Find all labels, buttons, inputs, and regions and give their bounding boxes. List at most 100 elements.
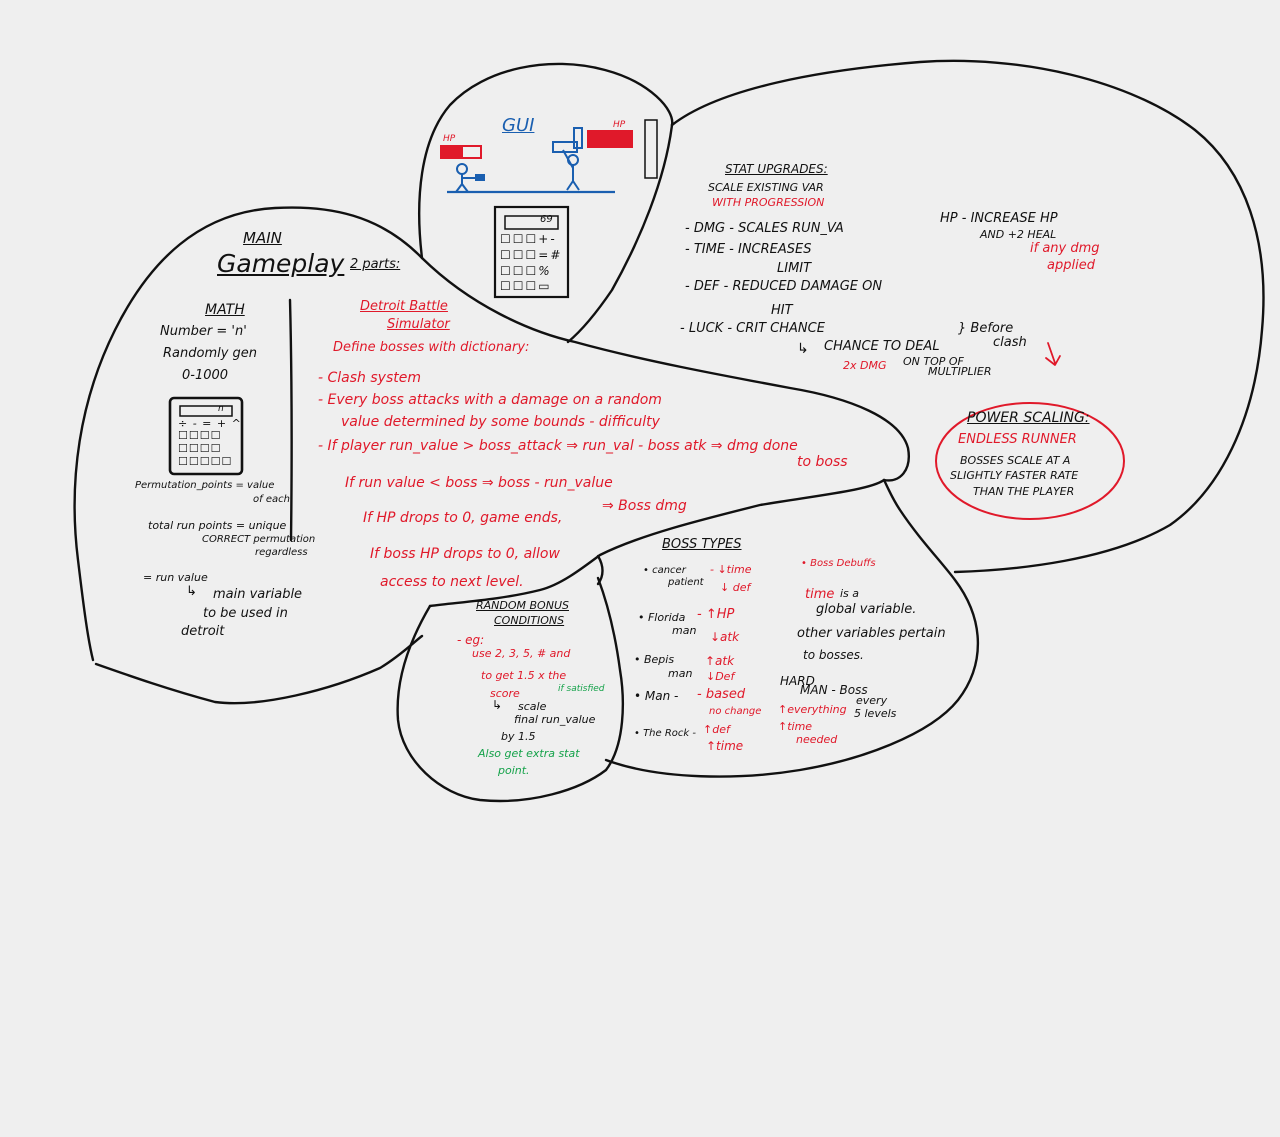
stats-ifany: if any dmg <box>1030 241 1100 256</box>
gui-calc-keys-row4: ☐☐☐▭ <box>500 279 552 293</box>
detroit-if3: If HP drops to 0, game ends, <box>363 510 563 526</box>
bonus-use: use 2, 3, 5, # and <box>472 647 571 660</box>
detroit-clash: - Clash system <box>318 370 421 386</box>
stats-withprog: WITH PROGRESSION <box>712 196 825 209</box>
boss-rock: • The Rock - <box>634 728 696 739</box>
boss-other2: to bosses. <box>803 648 864 662</box>
detroit-define: Define bosses with dictionary: <box>333 340 530 355</box>
bonus-also2: point. <box>498 764 530 777</box>
boss-man-based: - based <box>697 687 746 702</box>
boss-florida1: • Florida <box>638 611 686 624</box>
gui-hp-right: HP <box>613 120 626 130</box>
bonus-by: by 1.5 <box>501 730 536 743</box>
stats-scale: SCALE EXISTING VAR <box>708 181 824 194</box>
boss-debuffs: • Boss Debuffs <box>801 558 876 569</box>
main-subtitle: Gameplay <box>217 249 345 278</box>
main-bubble-bottom <box>94 634 424 705</box>
gui-title: GUI <box>502 115 535 136</box>
boss-cancer-def: ↓ def <box>720 581 751 594</box>
stats-bubble-outline <box>670 59 1265 574</box>
bonus-bracket <box>596 554 604 586</box>
boss-other1: other variables pertain <box>797 626 946 641</box>
gui-hp-left: HP <box>443 134 456 144</box>
boss-hard1: HARD <box>780 674 815 688</box>
math-total2: CORRECT permutation <box>202 534 316 545</box>
detroit-if4b: access to next level. <box>380 574 524 590</box>
bonus-scale: scale <box>518 700 547 713</box>
stats-dmg2x: 2x DMG <box>843 359 887 372</box>
stats-before: } Before <box>958 321 1014 336</box>
main-parts: 2 parts: <box>350 257 401 272</box>
math-calc-keys-row1: ÷ - = + ^ <box>178 417 242 430</box>
math-total1: total run points = unique <box>148 519 287 532</box>
stats-chance: CHANCE TO DEAL <box>824 339 940 354</box>
bonus-final: final run_value <box>514 713 596 726</box>
detroit-title1: Detroit Battle <box>360 299 448 314</box>
side-panel <box>644 119 658 179</box>
gui-calc-keys-row2: ☐☐☐=# <box>500 248 563 262</box>
math-line1: Number = 'n' <box>160 324 247 339</box>
math-arrow2: to be used in <box>203 606 288 621</box>
math-perm2: of each <box>253 494 290 505</box>
boss-hard2: MAN - Boss <box>800 683 868 697</box>
math-line3: 0-1000 <box>182 368 229 383</box>
math-runvalue: = run value <box>143 571 208 584</box>
math-line2: Randomly gen <box>163 346 258 361</box>
power-l1: BOSSES SCALE AT A <box>960 454 1071 467</box>
bonus-arrow-icon: ↳ <box>492 698 503 712</box>
detroit-bossdmg: ⇒ Boss dmg <box>602 498 687 514</box>
gui-calc-display: 69 <box>540 214 553 225</box>
bonus-score: score <box>490 687 520 700</box>
detroit-every2: value determined by some bounds - diffic… <box>341 414 660 430</box>
bonus-toget: to get 1.5 x the <box>481 669 567 682</box>
boss-cancer-time: - ↓time <box>710 563 752 576</box>
stats-luck: - LUCK - CRIT CHANCE <box>680 321 825 336</box>
stats-hp: HP - INCREASE HP <box>940 211 1058 226</box>
stats-time: - TIME - INCREASES <box>685 242 812 257</box>
detroit-bubble-outline <box>420 256 910 482</box>
stats-dmg: - DMG - SCALES RUN_VA <box>685 221 844 236</box>
stats-luck-arrow-icon: ↳ <box>797 341 809 357</box>
boss-cancer1: • cancer <box>643 565 686 576</box>
math-calc-keys-row2: ☐☐☐☐ <box>178 429 222 442</box>
bonus-bubble-outline <box>396 576 624 803</box>
gui-sketch <box>440 119 658 299</box>
boss-florida2: man <box>672 624 697 637</box>
gui-calc-keys-row1: ☐☐☐+- <box>500 232 557 246</box>
gui-bubble-outline <box>418 62 674 260</box>
boss-bepis1: • Bepis <box>634 653 675 666</box>
detroit-if4: If boss HP drops to 0, allow <box>370 546 560 562</box>
bonus-eg: - eg: <box>457 633 485 647</box>
math-title: MATH <box>205 302 245 318</box>
detroit-lower-edge <box>428 478 886 608</box>
bonus-also1: Also get extra stat <box>478 747 580 760</box>
boss-rock-def: ↑def <box>703 723 730 736</box>
power-l2: SLIGHTLY FASTER RATE <box>950 469 1079 482</box>
math-arrow3: detroit <box>181 624 225 639</box>
math-calc-display: n <box>218 404 224 414</box>
boss-time-global: global variable. <box>816 602 917 617</box>
boss-time-isa: is a <box>840 587 860 600</box>
gui-calc-keys-row3: ☐☐☐% <box>500 264 552 278</box>
math-calculator <box>168 396 244 476</box>
stats-title: STAT UPGRADES: <box>725 162 828 176</box>
boss-time-word: time <box>805 587 835 602</box>
boss-man-nochange: no change <box>709 706 762 717</box>
boss-florida-atk: ↓atk <box>710 630 740 644</box>
stats-time2: LIMIT <box>777 261 812 276</box>
stats-heal: AND +2 HEAL <box>980 228 1057 241</box>
boss-cancer2: patient <box>668 577 704 588</box>
boss-bepis-atk: ↑atk <box>705 654 735 668</box>
boss-rock-time: ↑time <box>706 739 744 753</box>
detroit-if1: - If player run_value > boss_attack ⇒ ru… <box>318 438 798 454</box>
stats-ontop: ON TOP OF <box>903 355 964 368</box>
power-l3: THAN THE PLAYER <box>973 485 1075 498</box>
power-scaling-ellipse <box>935 402 1125 520</box>
math-perm1: Permutation_points = value <box>135 480 275 491</box>
stats-mult: MULTIPLIER <box>928 365 992 378</box>
boss-title: BOSS TYPES <box>662 537 742 552</box>
boss-bepis2: man <box>668 667 693 680</box>
bonus-ifsat: if satisfied <box>558 684 605 694</box>
boss-bepis-def: ↓Def <box>706 670 735 683</box>
boss-everything: ↑everything <box>778 703 847 716</box>
